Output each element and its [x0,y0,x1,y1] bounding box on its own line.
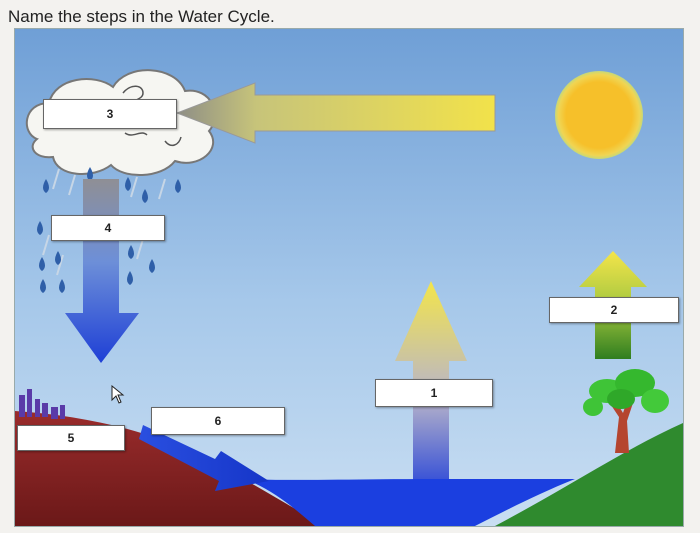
label-number-2: 2 [610,303,618,317]
right-hill [495,423,683,526]
water-body [245,479,575,526]
label-box-3[interactable]: 3 [43,99,177,129]
sun [555,71,643,159]
label-number-1: 1 [430,386,438,400]
label-box-5[interactable]: 5 [17,425,125,451]
label-number-4: 4 [104,221,112,235]
runoff-arrow [139,425,269,491]
label-box-1[interactable]: 1 [375,379,493,407]
label-box-6[interactable]: 6 [151,407,285,435]
cursor-icon [111,385,125,404]
water-cycle-diagram: 3 4 1 2 6 5 [14,28,684,527]
question-title: Name the steps in the Water Cycle. [8,7,275,26]
label-box-2[interactable]: 2 [549,297,679,323]
city-silhouette [19,389,65,419]
rain-streaks [42,168,166,276]
tree [583,369,669,453]
raindrops [37,167,181,293]
sun-to-cloud-arrow [175,82,496,144]
label-box-4[interactable]: 4 [51,215,165,241]
label-number-6: 6 [214,414,222,428]
label-number-5: 5 [67,431,75,445]
label-number-3: 3 [106,107,114,121]
